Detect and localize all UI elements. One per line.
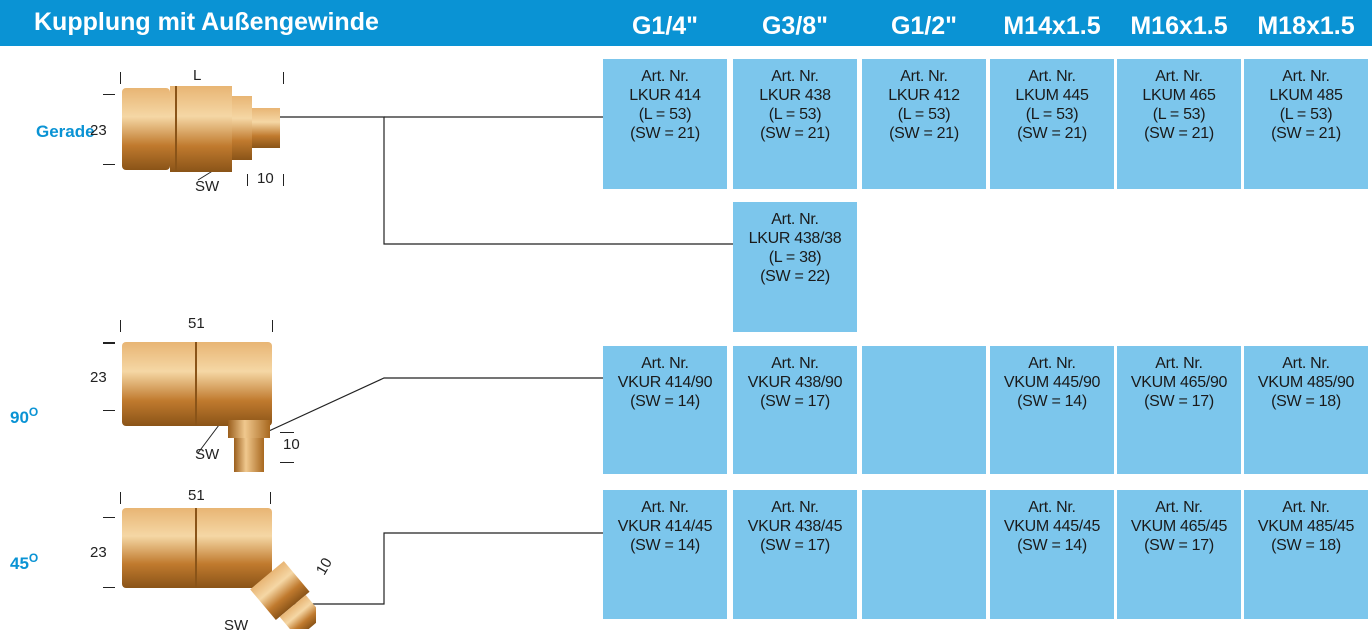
dim-sw-label: SW [195, 178, 220, 195]
article-cell-lkur438: Art. Nr.LKUR 438(L = 53)(SW = 21) [733, 59, 857, 189]
dim-thread-label: 10 [283, 436, 300, 453]
dim-sw-label: SW [195, 446, 220, 463]
article-cell-vkur414-45: Art. Nr.VKUR 414/45(SW = 14) [603, 490, 727, 619]
row-label-90: 90O [10, 405, 39, 427]
dim-diameter-label: 23 [90, 122, 107, 139]
article-cell-vkur438-45: Art. Nr.VKUR 438/45(SW = 17) [733, 490, 857, 619]
row-label-45: 45O [10, 551, 39, 573]
dim-length-label: 51 [188, 315, 205, 332]
column-header-m14: M14x1.5 [1003, 12, 1101, 40]
dim-thread-label: 10 [257, 170, 274, 187]
dim-tick [103, 517, 115, 518]
dim-tick [283, 174, 284, 186]
article-cell-vkum445-90: Art. Nr.VKUM 445/90(SW = 14) [990, 346, 1114, 474]
column-header-g12: G1/2" [890, 12, 958, 40]
dim-tick [272, 320, 273, 332]
column-header-g38: G3/8" [761, 12, 829, 40]
dim-tick [247, 174, 248, 186]
dim-tick [103, 94, 115, 95]
column-header-m16: M16x1.5 [1130, 12, 1228, 40]
dim-tick [103, 587, 115, 588]
dim-tick [103, 342, 115, 344]
dim-tick [120, 492, 121, 504]
article-cell-lkum485: Art. Nr.LKUM 485(L = 53)(SW = 21) [1244, 59, 1368, 189]
article-cell-vkum465-90: Art. Nr.VKUM 465/90(SW = 17) [1117, 346, 1241, 474]
straight-coupling-image [122, 86, 280, 172]
dim-diameter-label: 23 [90, 544, 107, 561]
article-cell-vkum485-90: Art. Nr.VKUM 485/90(SW = 18) [1244, 346, 1368, 474]
row-label-gerade: Gerade [36, 122, 95, 141]
dim-tick [103, 410, 115, 411]
article-cell-empty [862, 490, 986, 619]
dim-length-label: L [193, 67, 202, 84]
dim-tick [270, 492, 271, 504]
dim-tick [120, 72, 121, 84]
article-cell-lkum445: Art. Nr.LKUM 445(L = 53)(SW = 21) [990, 59, 1114, 189]
article-cell-vkum445-45: Art. Nr.VKUM 445/45(SW = 14) [990, 490, 1114, 619]
article-cell-lkur414: Art. Nr.LKUR 414(L = 53)(SW = 21) [603, 59, 727, 189]
article-cell-vkum465-45: Art. Nr.VKUM 465/45(SW = 17) [1117, 490, 1241, 619]
elbow-90-coupling-image [122, 342, 272, 472]
dim-tick [280, 432, 294, 433]
article-cell-lkur412: Art. Nr.LKUR 412(L = 53)(SW = 21) [862, 59, 986, 189]
article-cell-vkum485-45: Art. Nr.VKUM 485/45(SW = 18) [1244, 490, 1368, 619]
dim-diameter-label: 23 [90, 369, 107, 386]
column-header-g14: G1/4" [631, 12, 699, 40]
article-cell-empty [862, 346, 986, 474]
article-cell-lkur438-38: Art. Nr.LKUR 438/38(L = 38)(SW = 22) [733, 202, 857, 332]
page-title: Kupplung mit Außengewinde [34, 8, 379, 36]
article-cell-lkum465: Art. Nr.LKUM 465(L = 53)(SW = 21) [1117, 59, 1241, 189]
dim-tick [120, 320, 121, 332]
dim-sw-label: SW [224, 617, 249, 634]
table-header-bar: Kupplung mit Außengewinde G1/4" G3/8" G1… [0, 0, 1372, 46]
article-cell-vkur438-90: Art. Nr.VKUR 438/90(SW = 17) [733, 346, 857, 474]
article-cell-vkur414-90: Art. Nr.VKUR 414/90(SW = 14) [603, 346, 727, 474]
dim-tick [283, 72, 284, 84]
dim-length-label: 51 [188, 487, 205, 504]
dim-tick [280, 462, 294, 463]
dim-tick [103, 164, 115, 165]
elbow-45-coupling-image [122, 508, 316, 629]
column-header-m18: M18x1.5 [1257, 12, 1355, 40]
